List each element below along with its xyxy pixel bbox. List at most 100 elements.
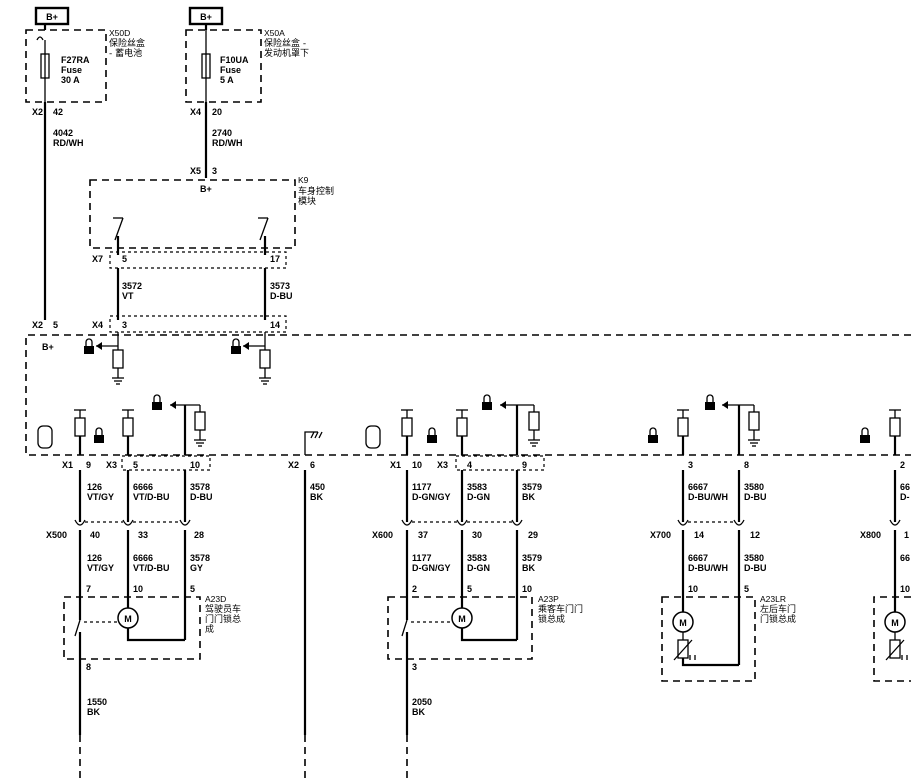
svg-text:3579: 3579 [522, 553, 542, 563]
svg-text:5: 5 [122, 254, 127, 264]
sensor-icon [677, 639, 689, 659]
svg-text:X500: X500 [46, 530, 67, 540]
svg-text:10: 10 [190, 460, 200, 470]
svg-text:X2: X2 [288, 460, 299, 470]
svg-text:B+: B+ [46, 12, 58, 22]
svg-text:28: 28 [194, 530, 204, 540]
svg-text:3583: 3583 [467, 482, 487, 492]
svg-text:BK: BK [87, 707, 100, 717]
svg-text:10: 10 [688, 584, 698, 594]
svg-text:9: 9 [522, 460, 527, 470]
svg-text:X700: X700 [650, 530, 671, 540]
bcm-lower-module: X2 5 B+ X4 3 14 [25, 315, 911, 456]
svg-text:左后车门: 左后车门 [760, 603, 796, 615]
svg-text:D-: D- [900, 492, 910, 502]
svg-text:X2: X2 [32, 107, 43, 117]
svg-text:BK: BK [310, 492, 323, 502]
svg-text:2: 2 [412, 584, 417, 594]
svg-text:X4: X4 [190, 107, 201, 117]
svg-text:D-BU: D-BU [190, 492, 213, 502]
svg-text:Fuse: Fuse [61, 65, 82, 75]
svg-text:1177: 1177 [412, 553, 432, 563]
lock-icon [860, 435, 870, 443]
svg-text:B+: B+ [42, 342, 54, 352]
svg-text:10: 10 [412, 460, 422, 470]
svg-text:66: 66 [900, 553, 910, 563]
svg-text:X50A: X50A [264, 28, 285, 38]
svg-text:29: 29 [528, 530, 538, 540]
svg-text:3: 3 [688, 460, 693, 470]
svg-text:F10UA: F10UA [220, 55, 249, 65]
svg-text:D-GN/GY: D-GN/GY [412, 563, 451, 573]
door-group-driver: X1 9 X3 5 10 126 VT/GY 6666 VT/D-BU 3578… [37, 394, 241, 780]
svg-text:D-GN: D-GN [467, 492, 490, 502]
svg-text:VT/GY: VT/GY [87, 563, 114, 573]
svg-text:X50D: X50D [109, 28, 130, 38]
svg-text:2: 2 [900, 460, 905, 470]
svg-text:B+: B+ [200, 184, 212, 194]
svg-text:10: 10 [522, 584, 532, 594]
svg-text:2740: 2740 [212, 128, 232, 138]
svg-text:B+: B+ [200, 12, 212, 22]
svg-text:驾驶员车: 驾驶员车 [205, 603, 241, 615]
svg-text:成: 成 [205, 623, 214, 635]
svg-text:3580: 3580 [744, 482, 764, 492]
svg-text:A23LR: A23LR [760, 594, 786, 604]
svg-text:M: M [891, 618, 899, 628]
svg-text:10: 10 [133, 584, 143, 594]
svg-text:M: M [458, 614, 466, 624]
svg-text:6: 6 [310, 460, 315, 470]
svg-text:3: 3 [412, 662, 417, 672]
svg-text:5: 5 [190, 584, 195, 594]
svg-text:10: 10 [900, 584, 910, 594]
svg-text:X1: X1 [390, 460, 401, 470]
bcm-k9-module: X5 3 B+ K9 车身控制 模块 X7 5 17 [89, 166, 334, 269]
svg-text:6666: 6666 [133, 482, 153, 492]
svg-text:A23D: A23D [205, 594, 226, 604]
svg-text:3578: 3578 [190, 553, 210, 563]
svg-text:3580: 3580 [744, 553, 764, 563]
svg-text:发动机罩下: 发动机罩下 [264, 47, 309, 59]
svg-text:D-BU: D-BU [744, 563, 767, 573]
lock-icon [648, 435, 658, 443]
svg-text:5: 5 [467, 584, 472, 594]
svg-text:门锁总成: 门锁总成 [760, 613, 796, 625]
svg-text:BK: BK [522, 492, 535, 502]
svg-text:X5: X5 [190, 166, 201, 176]
svg-text:17: 17 [270, 254, 280, 264]
svg-text:3: 3 [212, 166, 217, 176]
svg-text:6666: 6666 [133, 553, 153, 563]
svg-text:5: 5 [744, 584, 749, 594]
svg-text:9: 9 [86, 460, 91, 470]
svg-text:模块: 模块 [298, 195, 316, 207]
svg-text:12: 12 [750, 530, 760, 540]
svg-text:3: 3 [122, 320, 127, 330]
svg-text:BK: BK [522, 563, 535, 573]
door-group-passenger: X1 10 X3 4 9 1177 D-GN/GY 3583 D-GN 3579… [365, 394, 583, 780]
svg-text:D-BU/WH: D-BU/WH [688, 563, 728, 573]
svg-text:M: M [124, 614, 132, 624]
svg-text:乘客车门门: 乘客车门门 [538, 603, 583, 615]
svg-text:D-GN: D-GN [467, 563, 490, 573]
svg-text:K9: K9 [298, 175, 309, 185]
svg-text:VT/GY: VT/GY [87, 492, 114, 502]
svg-text:20: 20 [212, 107, 222, 117]
svg-text:126: 126 [87, 553, 102, 563]
door-group-rear-right: 2 66 D- X800 1 66 10 M [860, 409, 911, 682]
door-group-rear-left: 3 8 6667 D-BU/WH 3580 D-BU X700 14 12 66… [648, 394, 796, 682]
svg-text:VT/D-BU: VT/D-BU [133, 492, 170, 502]
svg-text:门门锁总: 门门锁总 [205, 613, 241, 625]
svg-text:3578: 3578 [190, 482, 210, 492]
fuse-block-x50d: F27RA Fuse 30 A X50D 保险丝盒 - 蓄电池 X2 42 40… [25, 24, 145, 148]
svg-text:X2: X2 [32, 320, 43, 330]
svg-text:Fuse: Fuse [220, 65, 241, 75]
ground-x2-6: X2 6 450 BK [288, 431, 325, 780]
svg-text:- 蓄电池: - 蓄电池 [109, 47, 142, 59]
svg-text:1: 1 [904, 530, 909, 540]
svg-text:3579: 3579 [522, 482, 542, 492]
svg-text:30: 30 [472, 530, 482, 540]
svg-text:4042: 4042 [53, 128, 73, 138]
svg-text:X800: X800 [860, 530, 881, 540]
svg-text:X3: X3 [437, 460, 448, 470]
